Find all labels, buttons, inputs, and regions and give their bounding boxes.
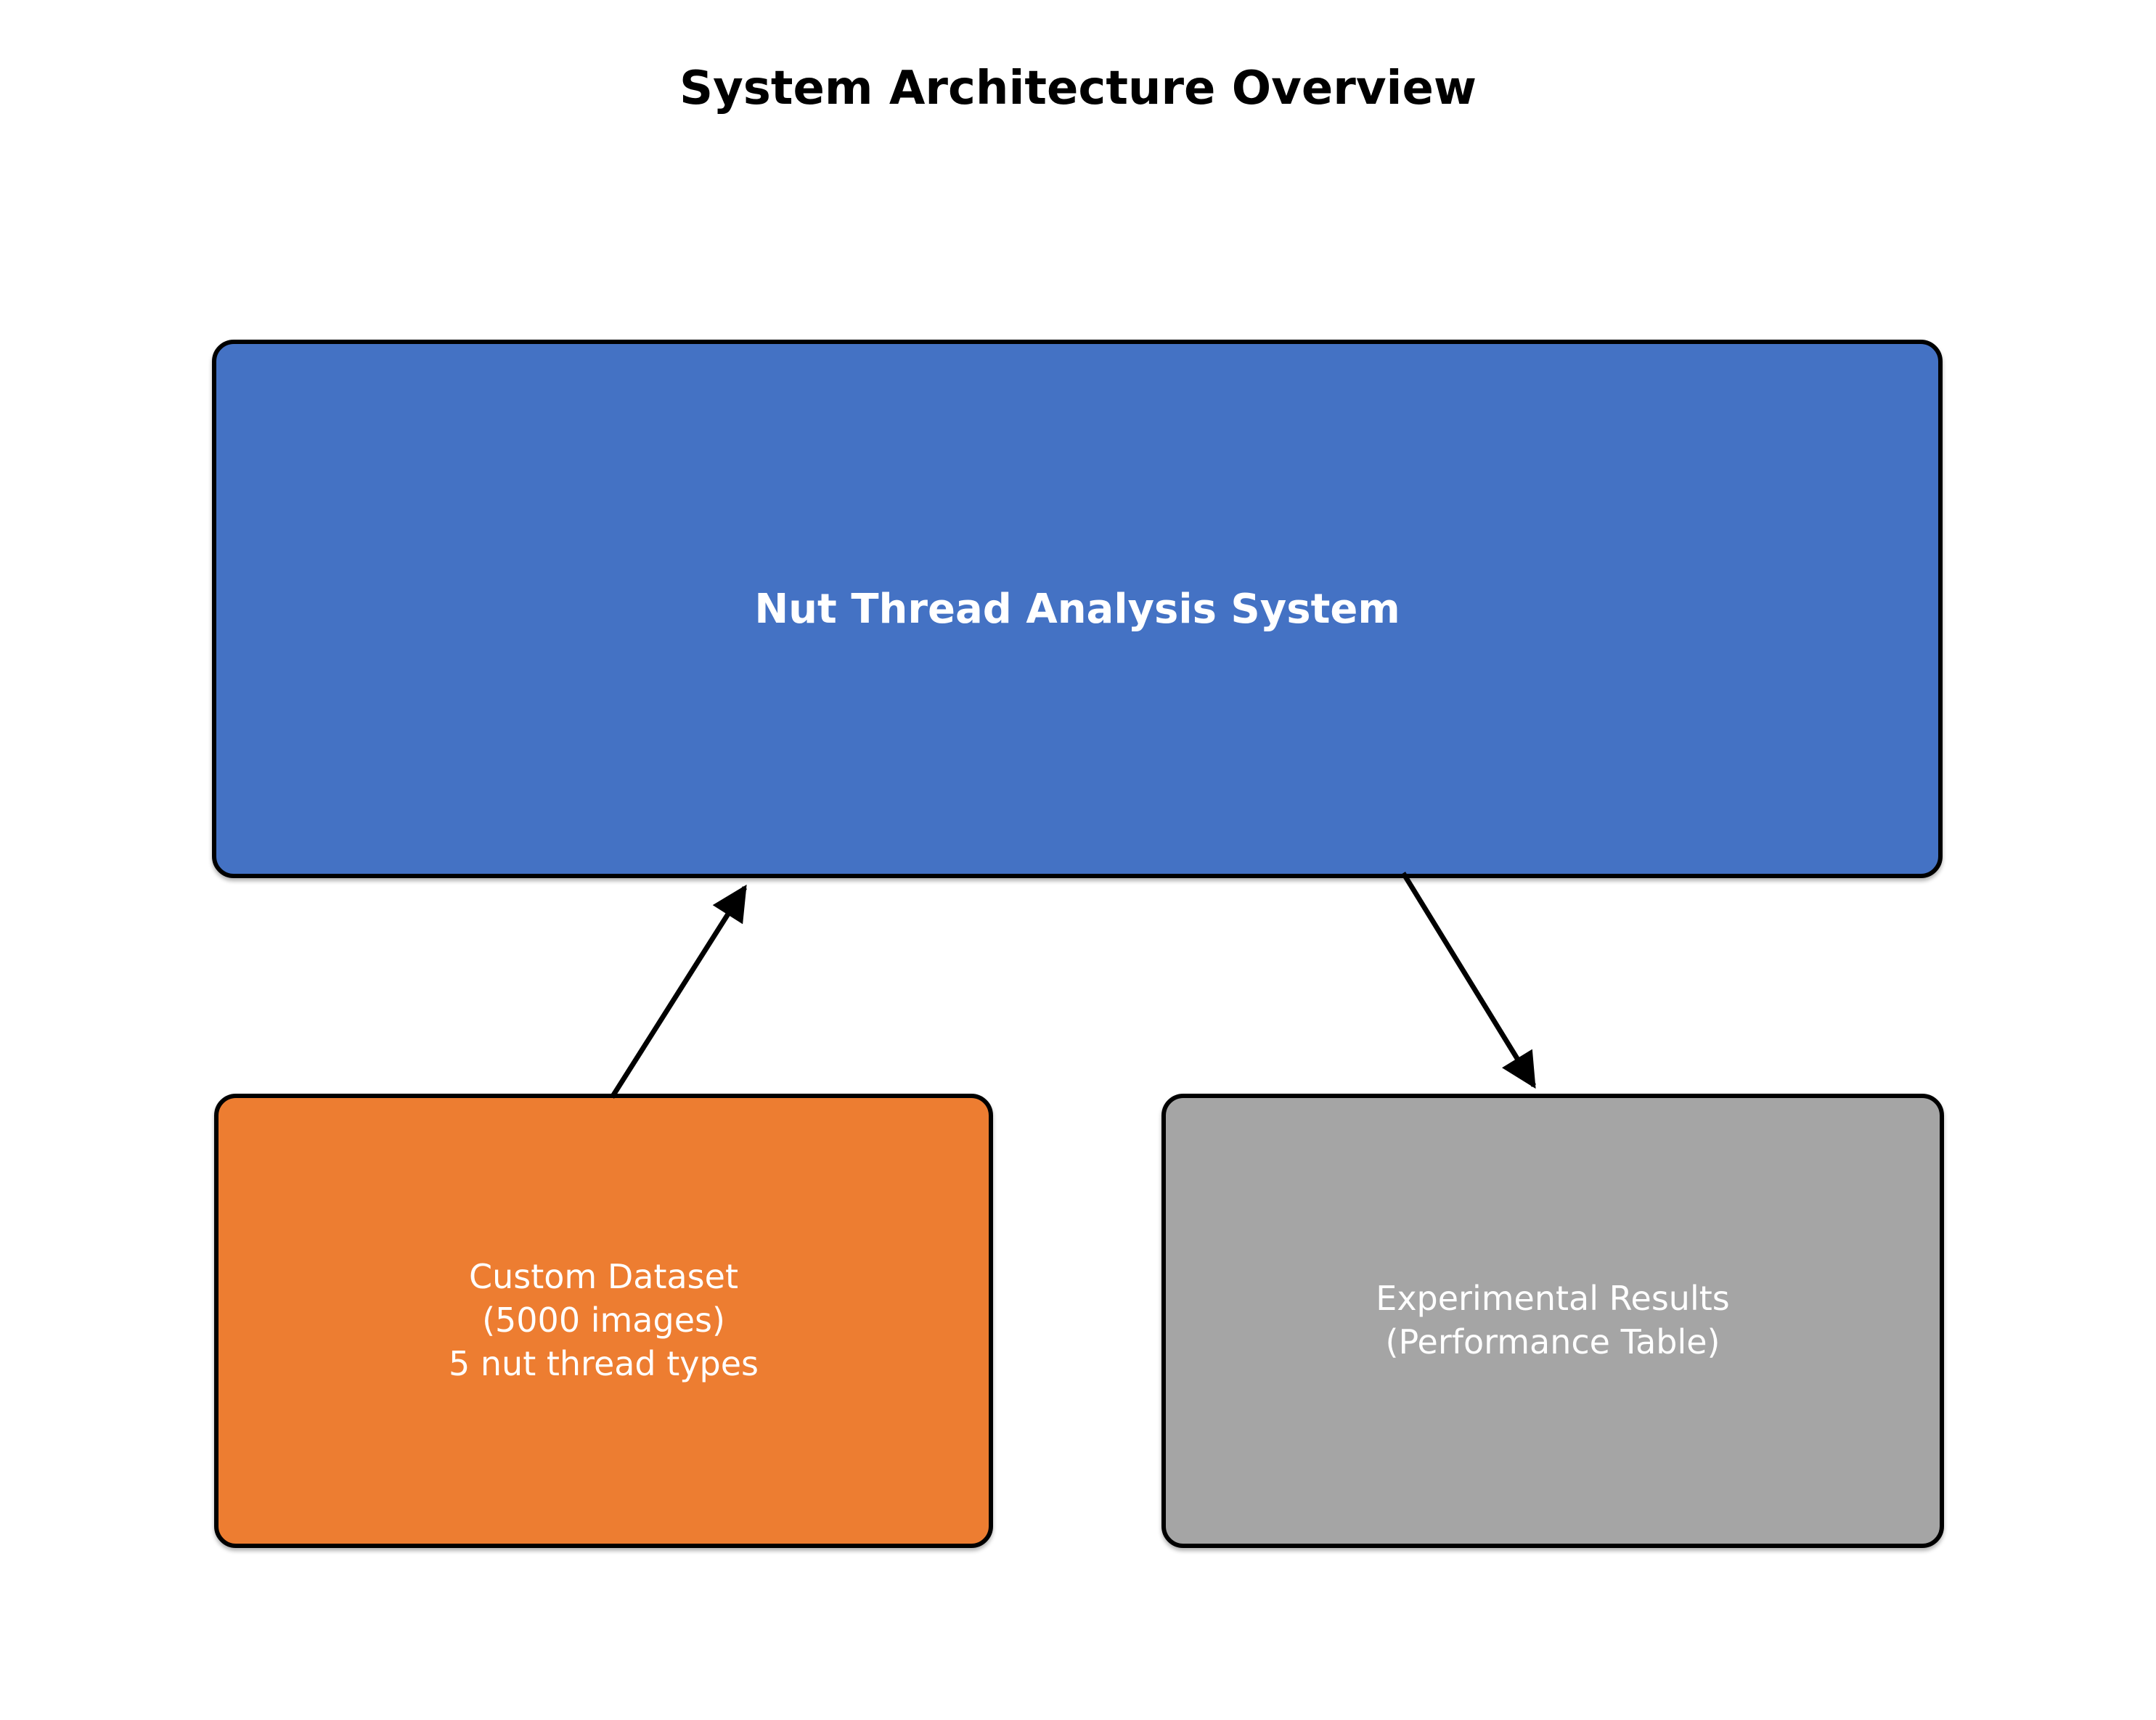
- node-results-label-line-2: (Performance Table): [1385, 1322, 1720, 1361]
- node-dataset-label-line-2: (5000 images): [482, 1301, 725, 1340]
- edge-system-to-results-arrow: [1401, 872, 1536, 1089]
- diagram-title: System Architecture Overview: [679, 62, 1477, 115]
- node-results-label-line-1: Experimental Results: [1376, 1279, 1730, 1319]
- node-dataset-label-line-3: 5 nut thread types: [449, 1343, 759, 1383]
- edge-dataset-to-system-arrow: [610, 884, 747, 1099]
- node-nut-thread-analysis-system: Nut Thread Analysis System: [212, 340, 1943, 878]
- node-system-label: Nut Thread Analysis System: [754, 585, 1400, 633]
- node-experimental-results: Experimental Results (Performance Table): [1161, 1094, 1944, 1548]
- node-custom-dataset: Custom Dataset (5000 images) 5 nut threa…: [214, 1094, 993, 1548]
- node-dataset-label-line-1: Custom Dataset: [469, 1257, 738, 1297]
